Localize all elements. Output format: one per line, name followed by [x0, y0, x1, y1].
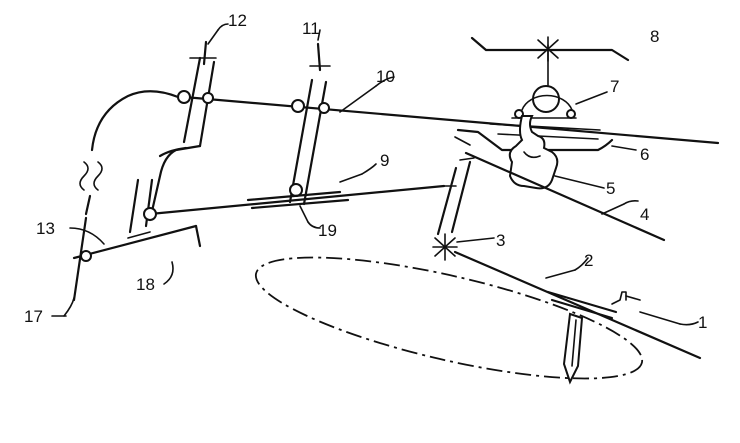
part-4-shaft	[464, 151, 666, 242]
label-13: 13	[36, 219, 55, 238]
label-2: 2	[584, 251, 593, 270]
label-11: 11	[302, 19, 320, 38]
label-1: 1	[698, 313, 707, 332]
part-12-post	[128, 23, 229, 234]
label-3: 3	[496, 231, 505, 250]
orbit-ellipse	[254, 256, 644, 380]
label-4: 4	[640, 205, 649, 224]
label-19: 19	[318, 221, 337, 240]
label-6: 6	[640, 145, 649, 164]
part-11-post	[288, 29, 331, 206]
label-18: 18	[136, 275, 155, 294]
part-19-bar	[246, 183, 350, 229]
part-17-18-base	[51, 216, 202, 317]
reference-numerals: 1 2 3 4 5 6 7 8 9 10 11 12 13 17 18 19	[24, 11, 707, 332]
label-8: 8	[650, 27, 659, 46]
part-9-link	[148, 163, 457, 216]
part-8-top-bar	[470, 36, 630, 86]
part-10-link	[182, 76, 720, 145]
part-2-lower-arm	[453, 250, 702, 360]
label-5: 5	[606, 179, 615, 198]
label-9: 9	[380, 151, 389, 170]
label-12: 12	[228, 11, 247, 30]
label-17: 17	[24, 307, 43, 326]
cable-with-break	[79, 90, 180, 221]
label-7: 7	[610, 77, 619, 96]
part-3-post	[432, 157, 495, 261]
part-5-clamp	[508, 115, 605, 190]
part-7-hub	[511, 85, 608, 119]
label-10: 10	[376, 67, 395, 86]
parallel-plate-lines	[454, 123, 601, 146]
part-1-needle	[546, 290, 699, 385]
